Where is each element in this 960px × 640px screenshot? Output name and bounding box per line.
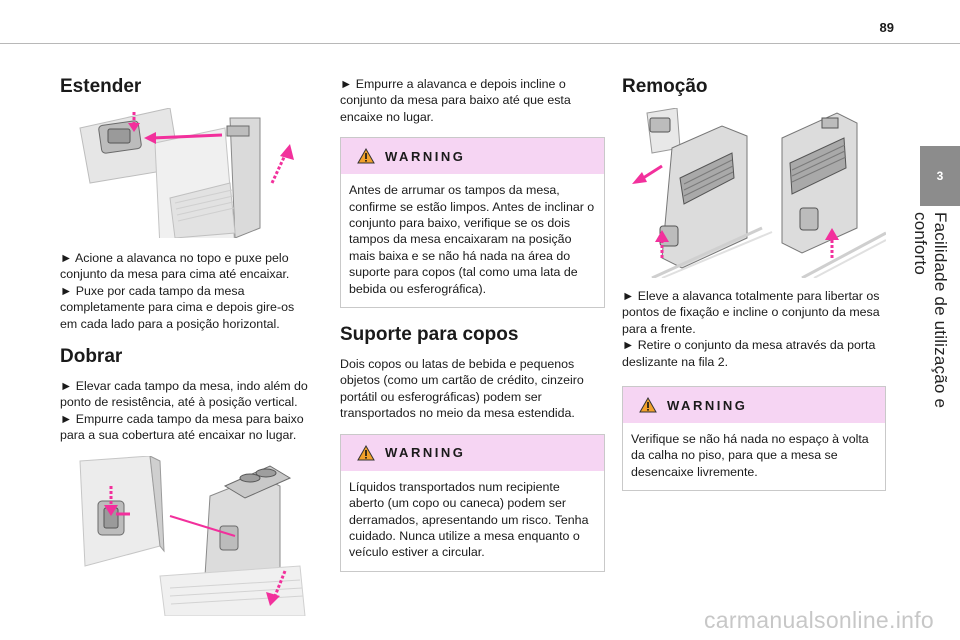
- removal-step-2: ► Retire o conjunto da mesa através da p…: [622, 338, 876, 369]
- warning-text-2: Líquidos transportados num recipiente ab…: [349, 479, 589, 560]
- extend-step-2: ► Puxe por cada tampo da mesa completame…: [60, 283, 295, 331]
- chapter-tab[interactable]: 3: [920, 146, 960, 206]
- warning-text-1: Antes de arrumar os tampos da mesa, conf…: [349, 183, 595, 296]
- removal-step-1: ► Eleve a alavanca totalmente para liber…: [622, 289, 880, 336]
- column-middle: ► Empurre a alavanca e depois incline o …: [340, 76, 605, 584]
- warning-triangle-icon: [639, 397, 657, 413]
- illustration-removal: [632, 108, 886, 278]
- heading-extend: Estender: [60, 76, 142, 97]
- warning-title-1: WARNING: [385, 148, 466, 164]
- heading-fold: Dobrar: [60, 346, 123, 368]
- cup-holder-text: Dois copos ou latas de bebida e pequenos…: [340, 357, 584, 421]
- warning-box-2: WARNING Líquidos transportados num recip…: [340, 433, 605, 572]
- column-right: Remoção ► Eleve a alavanca totalmente pa…: [622, 66, 886, 503]
- watermark: carmanualsonline.info: [703, 607, 934, 633]
- warning-box-3: WARNING Verifique se não há nada no espa…: [622, 386, 886, 492]
- warning-title-3: WARNING: [667, 397, 748, 413]
- warning-header-1: WARNING: [341, 138, 604, 175]
- warning-header-2: WARNING: [341, 434, 604, 471]
- warning-text-3: Verifique se não há nada no espaço à vol…: [631, 432, 869, 479]
- page-number: 89: [879, 20, 894, 35]
- warning-title-2: WARNING: [385, 445, 466, 461]
- illustration-fold: [79, 455, 306, 616]
- chapter-title: Facilidade de utilização e conforto: [911, 212, 950, 409]
- illustration-extend: [60, 108, 310, 238]
- fold-step-1: ► Elevar cada tampo da mesa, indo além d…: [60, 379, 308, 410]
- column-left: Estender ► Acione a alavanca no topo e p…: [60, 66, 310, 616]
- warning-triangle-icon: [357, 444, 375, 461]
- extend-step-1: ► Acione a alavanca no topo e puxe pelo …: [60, 251, 290, 282]
- warning-triangle-icon: [357, 148, 375, 164]
- heading-cup-holder: Suporte para copos: [340, 324, 519, 346]
- intro-step: ► Empurre a alavanca e depois incline o …: [340, 77, 571, 124]
- warning-box-1: WARNING Antes de arrumar os tampos da me…: [340, 137, 605, 309]
- heading-removal: Remoção: [622, 76, 708, 97]
- header-rule: [0, 43, 960, 44]
- fold-step-2: ► Empurre cada tampo da mesa para baixo …: [60, 411, 304, 443]
- warning-header-3: WARNING: [623, 387, 885, 424]
